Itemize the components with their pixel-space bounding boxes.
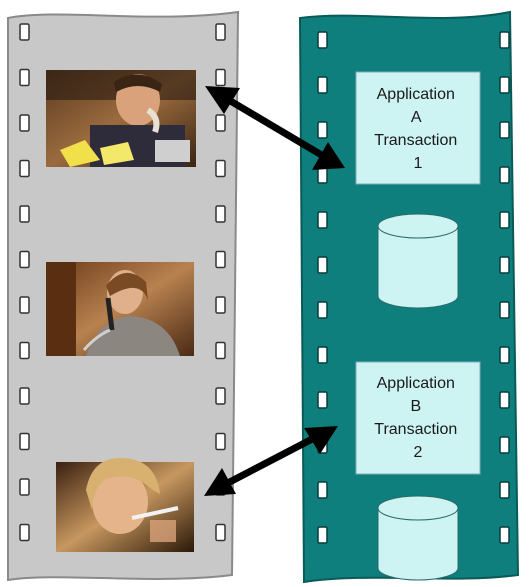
application-b-box — [355, 361, 481, 475]
sprocket-hole — [317, 121, 328, 139]
sprocket-hole — [499, 301, 510, 319]
sprocket-hole — [317, 481, 328, 499]
sprocket-hole — [317, 211, 328, 229]
sprocket-hole — [317, 301, 328, 319]
sprocket-hole — [215, 250, 226, 269]
sprocket-hole — [215, 114, 226, 132]
sprocket-hole — [317, 31, 328, 49]
box-a-line-4: 1 — [414, 155, 423, 172]
sprocket-hole — [19, 432, 30, 451]
sprocket-hole — [215, 159, 226, 178]
sprocket-hole — [19, 478, 30, 496]
sprocket-hole — [499, 391, 510, 409]
sprocket-hole — [19, 159, 30, 178]
sprocket-hole — [19, 523, 30, 542]
application-a-box — [355, 71, 481, 185]
sprocket-hole — [215, 23, 226, 41]
sprocket-hole — [499, 166, 510, 184]
sprocket-hole — [215, 68, 226, 87]
sprocket-hole — [317, 76, 328, 94]
sprocket-hole — [499, 436, 510, 454]
sprocket-hole — [19, 296, 30, 314]
database-cylinder-icon — [377, 495, 459, 581]
box-a-line-2: A — [411, 109, 422, 126]
box-b-line-1: Application — [377, 375, 455, 392]
sprocket-hole — [215, 341, 226, 360]
sprocket-hole — [499, 346, 510, 364]
sprocket-hole — [19, 68, 30, 87]
sprocket-hole — [19, 114, 30, 132]
sprocket-hole — [19, 23, 30, 41]
box-b-line-2: B — [410, 398, 421, 415]
right-strip-left-sprockets — [317, 31, 328, 544]
sprocket-hole — [317, 256, 328, 274]
sprocket-hole — [317, 346, 328, 364]
left-film-strip — [7, 10, 240, 582]
sprocket-hole — [19, 205, 30, 223]
database-cylinder-icon — [377, 213, 459, 309]
application-b-label: Application B Transaction 2 — [374, 375, 461, 461]
sprocket-hole — [215, 205, 226, 223]
photo-frame-2 — [46, 262, 194, 356]
sprocket-hole — [19, 387, 30, 405]
left-strip-left-sprockets — [19, 23, 30, 542]
box-a-line-1: Application — [377, 86, 455, 103]
application-a-label: Application A Transaction 1 — [374, 86, 461, 172]
right-strip-right-sprockets — [499, 31, 510, 544]
sprocket-hole — [499, 31, 510, 49]
box-b-line-4: 2 — [414, 444, 423, 461]
sprocket-hole — [19, 341, 30, 360]
sprocket-hole — [215, 523, 226, 542]
sprocket-hole — [499, 256, 510, 274]
sprocket-hole — [215, 387, 226, 405]
sprocket-hole — [499, 481, 510, 499]
photo-frame-1 — [46, 70, 196, 167]
sprocket-hole — [215, 296, 226, 314]
box-b-line-3: Transaction — [374, 421, 457, 438]
sprocket-hole — [19, 250, 30, 269]
sprocket-hole — [215, 432, 226, 451]
double-headed-arrow-icon — [204, 426, 338, 496]
sprocket-hole — [499, 121, 510, 139]
sprocket-hole — [499, 526, 510, 544]
sprocket-hole — [317, 391, 328, 409]
arrows — [204, 86, 345, 496]
photo-frame-3 — [56, 458, 194, 552]
sprocket-hole — [317, 526, 328, 544]
double-headed-arrow-icon — [205, 86, 345, 170]
box-a-line-3: Transaction — [374, 132, 457, 149]
sprocket-hole — [499, 211, 510, 229]
right-film-strip: Application A Transaction 1 Application … — [298, 10, 520, 584]
sprocket-hole — [499, 76, 510, 94]
